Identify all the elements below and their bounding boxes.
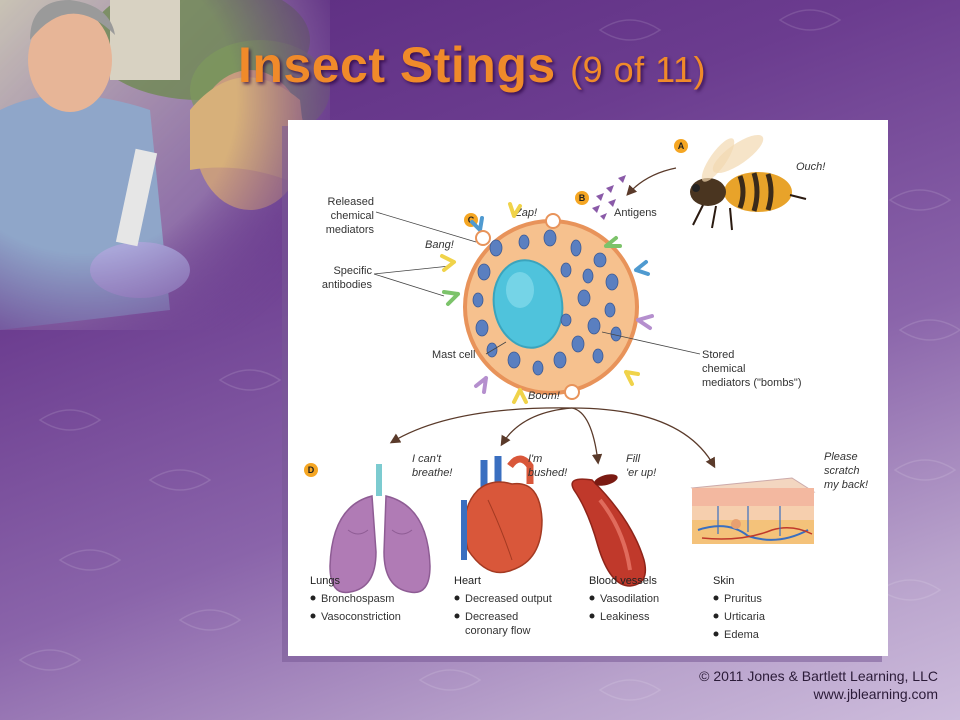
organ-name-lungs: Lungs xyxy=(310,575,340,587)
effect-arrows xyxy=(389,407,716,469)
lungs-effect-1: Bronchospasm xyxy=(321,593,394,605)
organ-name-vessels: Blood vessels xyxy=(589,575,657,587)
heart-illustration xyxy=(461,455,543,574)
mast-cell xyxy=(440,202,654,404)
skin-quote-2: scratch xyxy=(824,465,859,477)
step-badge-a xyxy=(674,139,688,153)
vessels-effects: Blood vessels Vasodilation Leakiness xyxy=(589,575,659,623)
copyright-url: www.jblearning.com xyxy=(813,686,939,702)
stored-label-3: mediators ("bombs") xyxy=(702,377,802,389)
lungs-effects: Lungs Bronchospasm Vasoconstriction xyxy=(310,575,401,623)
organ-name-heart: Heart xyxy=(454,575,481,587)
heart-effects: Heart Decreased output Decreased coronar… xyxy=(454,575,552,637)
released-leader xyxy=(375,211,477,243)
step-badge-d xyxy=(304,463,318,477)
antigens-label: Antigens xyxy=(614,207,657,219)
lungs-quote-2: breathe! xyxy=(412,467,452,479)
skin-effects: Skin Pruritus Urticaria Edema xyxy=(713,575,766,641)
skin-illustration xyxy=(690,477,816,544)
copyright-line: © 2011 Jones & Bartlett Learning, LLC xyxy=(699,668,938,684)
specific-label-1: Specific xyxy=(333,265,372,277)
step-b-letter: B xyxy=(579,193,586,203)
title-main: Insect Stings xyxy=(238,37,556,93)
step-c-letter: C xyxy=(468,215,475,225)
bee-arrow xyxy=(626,167,677,196)
step-d-letter: D xyxy=(308,465,315,475)
lungs-illustration xyxy=(329,464,431,594)
antibody-leader-2 xyxy=(373,273,445,297)
heart-effect-1: Decreased output xyxy=(465,593,552,605)
vessels-quote-2: 'er up! xyxy=(626,467,656,479)
vessels-effect-2: Leakiness xyxy=(600,611,650,623)
mast-cell-leader xyxy=(485,341,507,355)
skin-effect-1: Pruritus xyxy=(724,593,762,605)
copyright-notice: © 2011 Jones & Bartlett Learning, LLC ww… xyxy=(699,667,938,703)
bee-icon xyxy=(690,134,807,231)
vessels-effect-1: Vasodilation xyxy=(600,593,659,605)
title-sub: (9 of 11) xyxy=(570,49,706,90)
lungs-effect-2: Vasoconstriction xyxy=(321,611,401,623)
allergic-reaction-diagram: A Ouch! B Antigens Released chemical med… xyxy=(304,134,868,641)
stored-leader xyxy=(601,331,701,355)
antibody-leader-1 xyxy=(373,265,451,275)
emt-photo xyxy=(0,0,330,330)
heart-effect-3: coronary flow xyxy=(465,625,530,637)
bang-label: Bang! xyxy=(425,239,454,251)
slide-title: Insect Stings (9 of 11) xyxy=(238,36,706,94)
lungs-quote-1: I can't xyxy=(412,453,442,465)
specific-label-2: antibodies xyxy=(322,279,373,291)
heart-quote-2: bushed! xyxy=(528,467,567,479)
released-label-2: chemical xyxy=(331,210,374,222)
released-label-1: Released xyxy=(328,196,374,208)
step-a-letter: A xyxy=(678,141,685,151)
skin-quote-3: my back! xyxy=(824,479,868,491)
step-badge-b xyxy=(575,191,589,205)
granules xyxy=(472,229,622,376)
antigen-markers xyxy=(592,175,626,220)
heart-quote-1: I'm xyxy=(528,453,542,465)
skin-effect-3: Edema xyxy=(724,629,760,641)
diagram-panel: A Ouch! B Antigens Released chemical med… xyxy=(288,120,888,656)
released-label-3: mediators xyxy=(326,224,375,236)
blood-vessel-illustration xyxy=(571,474,647,587)
skin-quote-1: Please xyxy=(824,451,858,463)
antibodies xyxy=(440,202,654,404)
bee-exclaim: Ouch! xyxy=(796,161,825,173)
stored-label-2: chemical xyxy=(702,363,745,375)
heart-effect-2: Decreased xyxy=(465,611,518,623)
skin-effect-2: Urticaria xyxy=(724,611,766,623)
vessels-quote-1: Fill xyxy=(626,453,641,465)
stored-label-1: Stored xyxy=(702,349,734,361)
boom-label: Boom! xyxy=(528,390,560,402)
organ-name-skin: Skin xyxy=(713,575,734,587)
mast-cell-label: Mast cell xyxy=(432,349,475,361)
